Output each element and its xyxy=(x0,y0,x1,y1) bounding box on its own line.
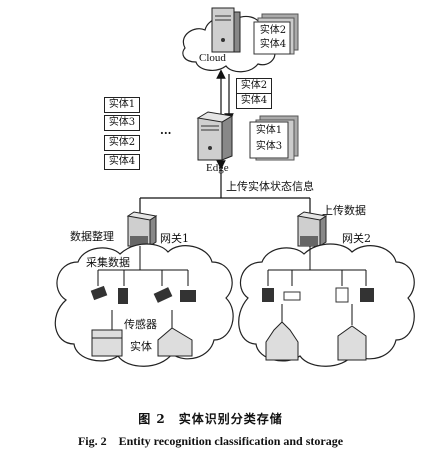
edge-entity-1: 实体1 xyxy=(255,125,283,136)
sensor-icons-right xyxy=(262,287,374,303)
upload-data-label: 上传数据 xyxy=(322,204,366,217)
gateway2-server-icon xyxy=(296,211,328,247)
left-list-entity-3: 实体2 xyxy=(104,135,140,151)
caption-english: Fig. 2 Entity recognition classification… xyxy=(77,434,344,448)
sensor-label: 传感器 xyxy=(124,318,157,331)
cloud-label: Cloud xyxy=(199,52,226,64)
ellipsis: ... xyxy=(160,124,172,137)
cloud-side-entity-2: 实体4 xyxy=(236,93,272,109)
left-list-entity-4: 实体4 xyxy=(104,154,140,170)
gateway2-label: 网关2 xyxy=(342,232,371,245)
edge-entity-2: 实体3 xyxy=(255,141,283,152)
upload-status-label: 上传实体状态信息 xyxy=(226,180,314,193)
data-organize-label: 数据整理 xyxy=(70,230,114,243)
building-icons-left xyxy=(91,327,193,357)
cloud-entity-1: 实体2 xyxy=(259,25,287,36)
entity-label: 实体 xyxy=(130,340,152,353)
building-icons-right xyxy=(265,321,367,361)
cloud-server-icon xyxy=(211,7,241,53)
collect-data-label: 采集数据 xyxy=(86,256,130,269)
edge-server-icon xyxy=(196,111,234,161)
cloud-side-entity-1: 实体2 xyxy=(236,78,272,94)
left-list-entity-1: 实体1 xyxy=(104,97,140,113)
sensor-icons-left xyxy=(90,285,196,304)
gateway1-server-icon xyxy=(126,211,158,247)
edge-storage-stack xyxy=(249,115,299,161)
gateway1-label: 网关1 xyxy=(160,232,189,245)
right-cloud xyxy=(238,243,415,367)
edge-label: Edge xyxy=(206,162,229,174)
caption-chinese: 图 2 实体识别分类存储 xyxy=(138,412,283,426)
left-list-entity-2: 实体3 xyxy=(104,115,140,131)
cloud-storage-stack xyxy=(253,13,299,55)
cloud-entity-2: 实体4 xyxy=(259,39,287,50)
